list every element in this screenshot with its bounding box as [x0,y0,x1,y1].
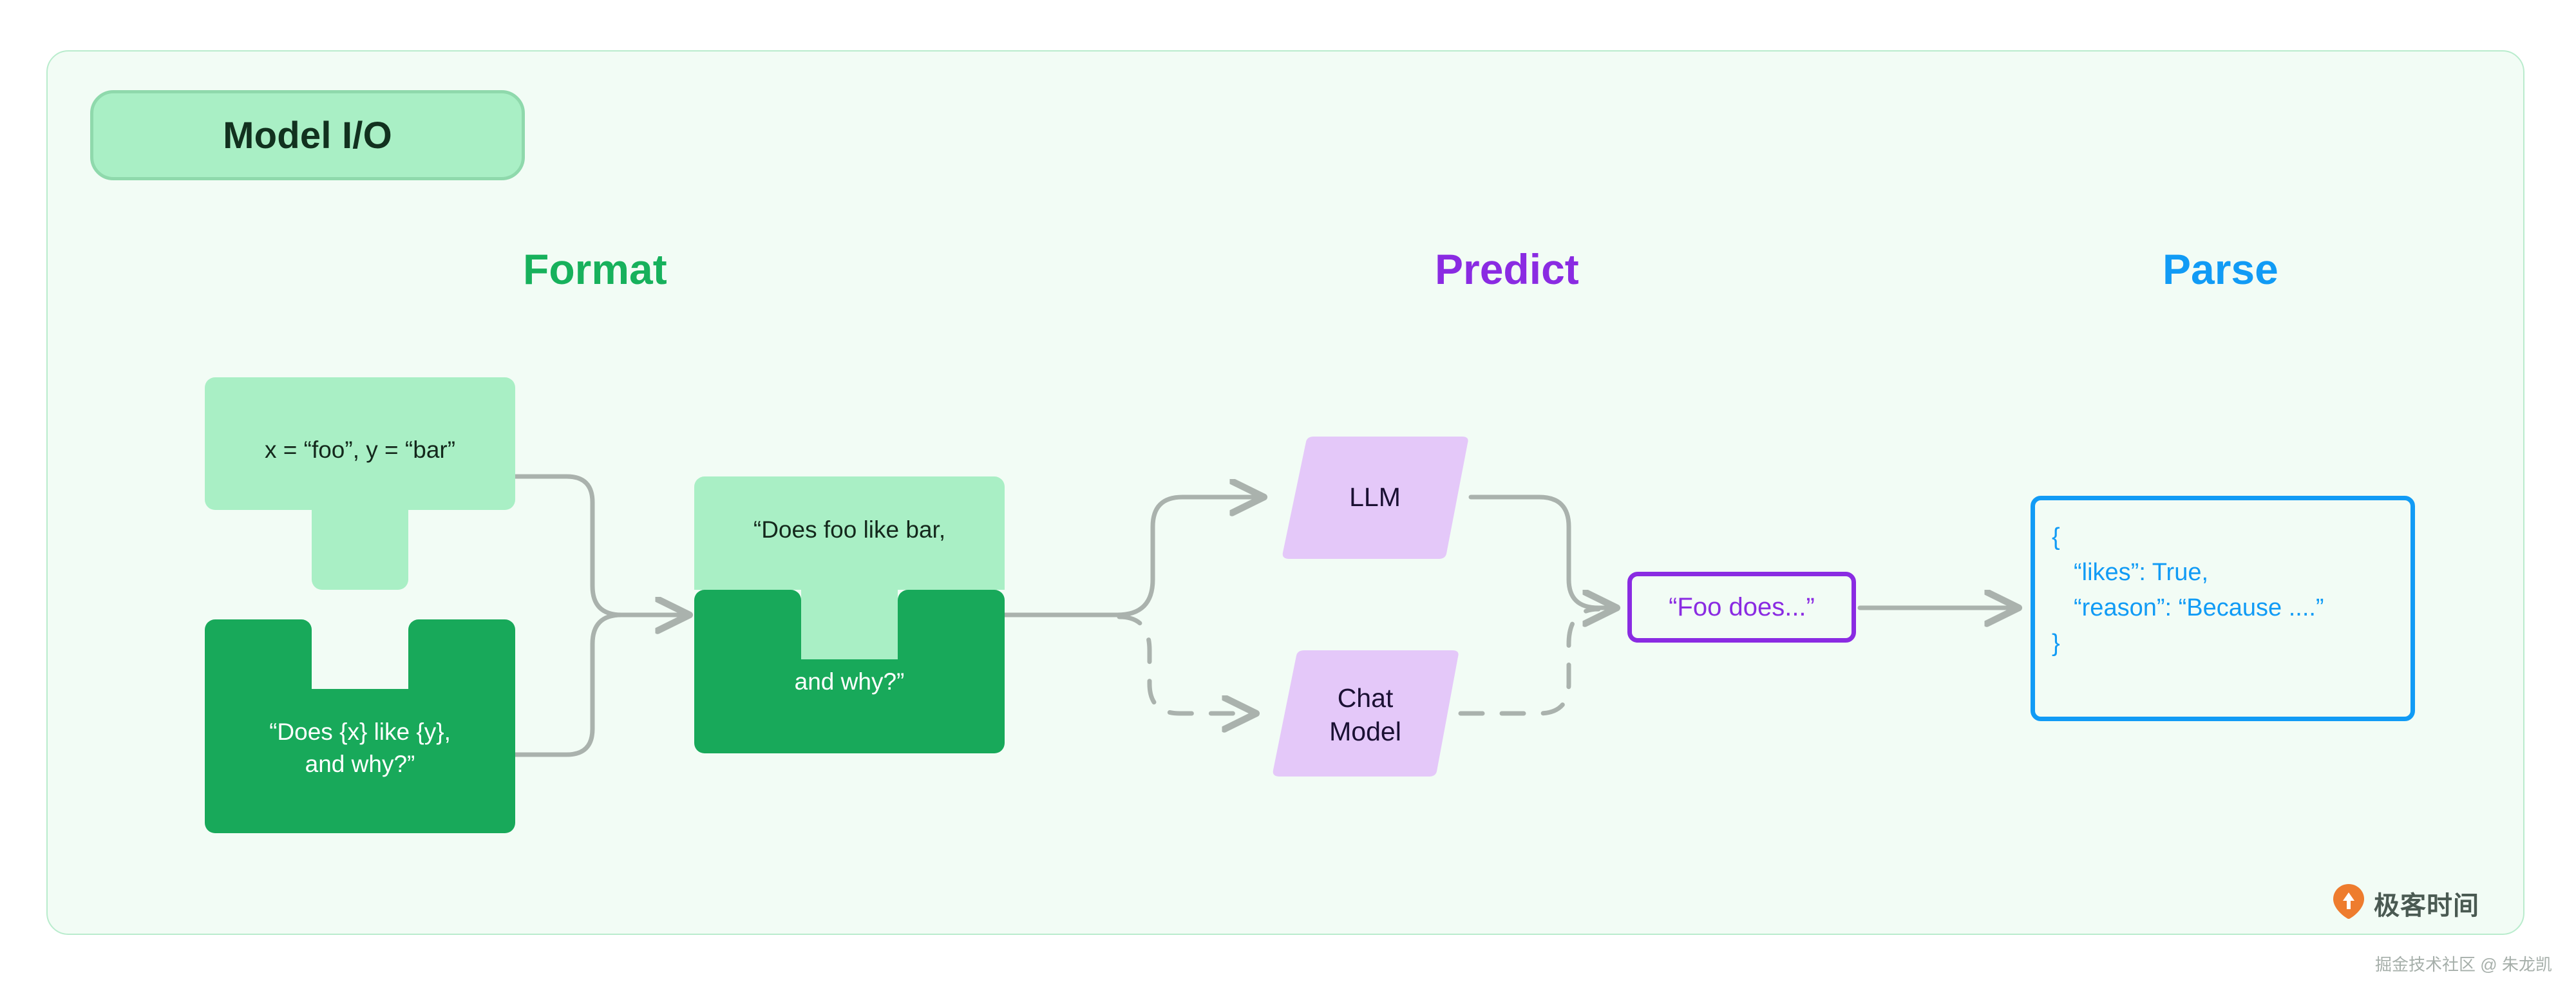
model-output-text: “Foo does...” [1669,592,1815,621]
model-io-badge-label: Model I/O [223,114,392,156]
model-output-box: “Foo does...” [1627,572,1856,643]
puzzle-piece-combined-top-label: “Does foo like bar, [753,516,946,543]
json-line-open: { [2052,523,2060,551]
node-llm[interactable]: LLM [1282,437,1468,559]
geektime-logo-icon [2333,883,2365,923]
watermark-brand-text: 极客时间 [2374,891,2479,920]
column-header-predict: Predict [1435,245,1579,293]
puzzle-piece-variables: x = “foo”, y = “bar” [205,377,515,590]
column-header-parse: Parse [2163,245,2278,293]
column-header-format: Format [523,245,667,293]
puzzle-piece-template: “Does {x} like {y}, and why?” [205,619,515,833]
node-chat-model[interactable]: Chat Model [1272,650,1459,777]
puzzle-piece-combined-bottom-label: and why?” [794,668,905,695]
json-line-close: } [2052,630,2060,657]
watermark-credit: 掘金技术社区 @ 朱龙凯 [2375,955,2552,974]
model-io-badge: Model I/O [90,90,525,180]
watermark-brand: 极客时间 [2333,883,2479,923]
node-chat-model-label: Chat Model [1329,683,1401,747]
puzzle-piece-combined: “Does foo like bar, and why?” [694,476,1005,753]
json-line-reason: “reason”: “Because ....” [2074,594,2324,622]
node-llm-label: LLM [1349,482,1401,512]
json-line-likes: “likes”: True, [2074,559,2209,587]
parsed-json-box: { “likes”: True, “reason”: “Because ....… [2031,496,2415,721]
